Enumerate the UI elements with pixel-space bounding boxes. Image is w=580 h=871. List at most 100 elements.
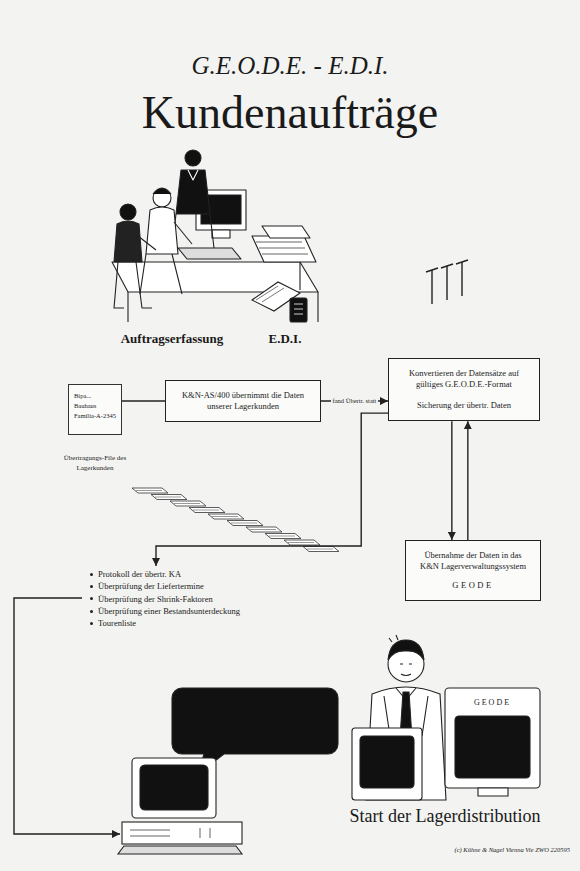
stair-hatch [212, 516, 238, 517]
operator-with-monitors-part [389, 635, 398, 642]
list-text: Tourenliste [98, 617, 136, 629]
list-item: Überprüfung der Shrink-Faktoren [90, 593, 240, 605]
stair-hatch [250, 529, 276, 530]
order-entry-clipart-part [114, 262, 152, 308]
order-entry-clipart-part [153, 188, 171, 194]
process-box: K&N-AS/400 übernimmt die Daten unserer L… [165, 380, 321, 422]
stair-step [132, 488, 168, 493]
order-entry-clipart-part [146, 207, 178, 254]
data-file-box: Bipa...BauhausFamilia-A-2345Übertragungs… [68, 384, 122, 435]
workstation-computer [118, 688, 338, 854]
stair-step [303, 547, 339, 552]
caption: (c) Kühne & Nagel Vienna Vie ZWO 220595 [280, 846, 570, 853]
order-entry-clipart-part [212, 230, 230, 238]
antenna-masts [426, 260, 468, 304]
flow-connector [156, 413, 388, 566]
order-entry-clipart-part [172, 214, 214, 248]
order-entry-clipart-part [262, 226, 310, 238]
list-item: Überprüfung der Liefertermine [90, 580, 240, 592]
flow-connector [122, 400, 165, 401]
order-entry-clipart [112, 150, 318, 322]
process-box: Konvertieren der Datensätze auf gültiges… [388, 358, 540, 421]
node-text: Übernahme der Daten in das K&N Lagerverw… [416, 550, 530, 572]
operator-with-monitors-part [400, 664, 412, 676]
stair-graphic [132, 488, 339, 552]
list-text: Überprüfung der Liefertermine [98, 580, 204, 592]
node-text: Bauhaus [74, 401, 116, 411]
bullet-dot [90, 585, 93, 588]
stair-step [265, 534, 301, 539]
subtitle: G.E.O.D.E. - E.D.I. [0, 52, 580, 81]
workstation-computer-part [140, 765, 208, 810]
node-text: K&N-AS/400 übernimmt die Daten unserer L… [176, 390, 310, 412]
list-item: Tourenliste [90, 617, 240, 629]
order-entry-clipart-part [176, 170, 210, 214]
list-item: Protokoll der übertr. KA [90, 568, 240, 580]
node-text: Familia-A-2345 [74, 411, 116, 421]
operator-with-monitors [352, 635, 540, 800]
node-text: Bipa... [74, 391, 116, 401]
list-item: Überprüfung einer Bestandsunterdeckung [90, 605, 240, 617]
workstation-computer-part [130, 828, 210, 838]
process-box: Übernahme der Daten in das K&N Lagerverw… [405, 540, 541, 601]
stair-hatch [269, 536, 295, 537]
stair-step [189, 508, 225, 513]
operator-with-monitors-part [445, 688, 540, 788]
node-text: GEODE [416, 580, 530, 591]
illustration-caption: Auftragserfassung [112, 332, 232, 347]
illustration-caption: E.D.I. [250, 332, 320, 347]
workstation-computer-part [118, 846, 242, 854]
order-entry-clipart-part [252, 236, 316, 262]
screen-label: GEODE [455, 698, 530, 707]
bullet-dot [90, 622, 93, 625]
stair-hatch [288, 542, 314, 543]
workstation-computer-part [132, 758, 216, 818]
report-list: Protokoll der übertr. KAÜberprüfung der … [86, 566, 244, 632]
stair-hatch [307, 549, 333, 550]
workstation-computer-part [122, 822, 242, 844]
stair-step [246, 527, 282, 532]
stair-step [208, 514, 244, 519]
stair-step [151, 495, 187, 500]
antenna-masts-part [426, 260, 468, 272]
flow-connector [467, 421, 468, 540]
edi-terminal-part [290, 298, 307, 322]
stair-hatch [174, 503, 200, 504]
bullet-dot [90, 597, 93, 600]
bullet-dot [90, 610, 93, 613]
order-entry-clipart-part [185, 150, 201, 166]
operator-with-monitors-part [352, 728, 422, 800]
flow-line [14, 598, 120, 834]
operator-with-monitors-part [455, 716, 530, 778]
operator-with-monitors-part [478, 788, 508, 796]
file-caption: Übertragungs-File des Lagerkunden [47, 454, 143, 473]
list-text: Überprüfung einer Bestandsunterdeckung [98, 605, 240, 617]
stair-hatch [155, 497, 181, 498]
bullet-dot [90, 573, 93, 576]
edi-terminal-part [256, 286, 284, 302]
stair-hatch [193, 510, 219, 511]
order-entry-clipart-part [128, 262, 318, 322]
footer-heading: Start der Lagerdistribution [320, 806, 570, 827]
order-entry-clipart-part [153, 189, 171, 207]
node-text: Konvertieren der Datensätze auf gültiges… [399, 368, 529, 390]
list-text: Überprüfung der Shrink-Faktoren [98, 593, 213, 605]
order-entry-clipart-part [188, 170, 198, 180]
title: Kundenaufträge [0, 88, 580, 139]
list-text: Protokoll der übertr. KA [98, 568, 181, 580]
operator-with-monitors-part [388, 640, 424, 660]
stair-step [170, 501, 206, 506]
stair-step [227, 521, 263, 526]
connector-label: fand Übertr. statt [331, 397, 379, 405]
order-entry-clipart-part [114, 221, 142, 262]
edi-terminal-part [294, 304, 303, 314]
node-text: Sicherung der übertr. Daten [399, 400, 529, 411]
stair-hatch [231, 523, 257, 524]
stair-hatch [136, 490, 162, 491]
order-entry-clipart-part [120, 204, 136, 220]
order-entry-clipart-part [256, 242, 308, 254]
stair-step [284, 540, 320, 545]
order-entry-clipart-part [138, 236, 156, 250]
order-entry-clipart-part [174, 222, 192, 244]
